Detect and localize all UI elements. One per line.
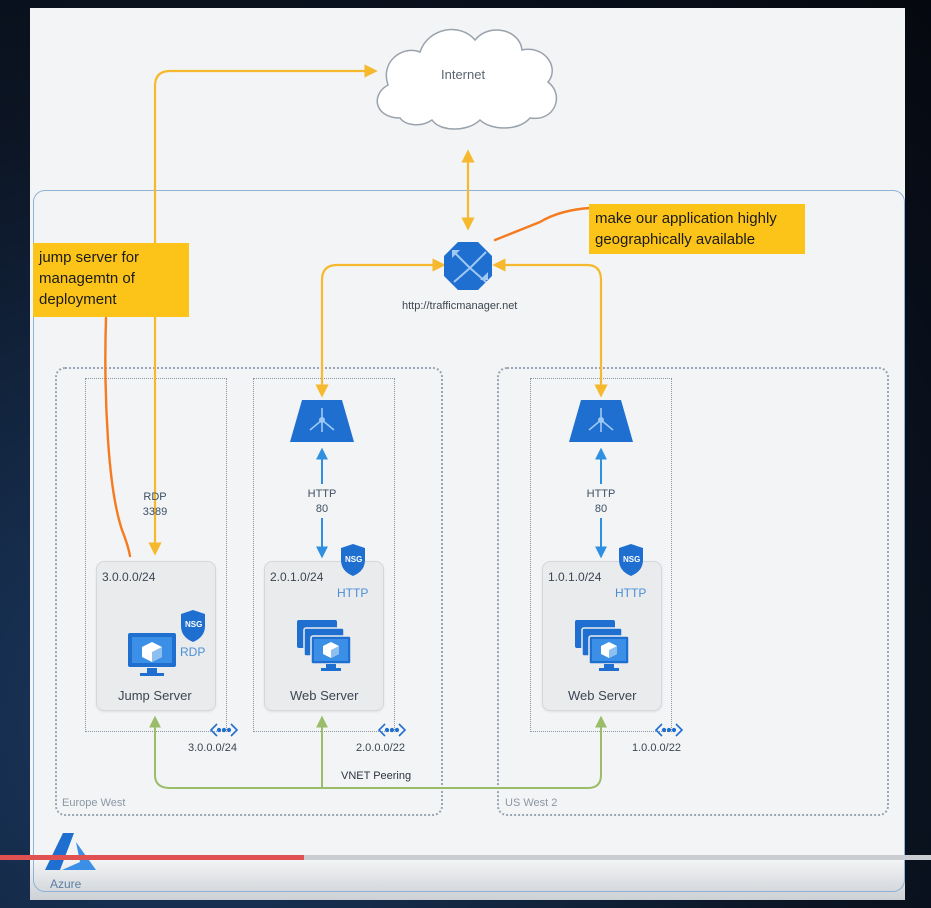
note-jump-line-3: deployment (39, 291, 117, 308)
note-jump-line-2: managemtn of (39, 270, 135, 287)
traffic-manager-icon (444, 242, 492, 290)
note-jump-server: jump server for managemtn of deployment (33, 243, 189, 317)
http-port-eu: 80 (315, 503, 329, 515)
web-eu-server-name: Web Server (290, 688, 359, 703)
vnet-peering-label: VNET Peering (341, 770, 412, 782)
jump-server-vm-icon (128, 633, 176, 676)
vnet-label-jump: 3.0.0.0/24 (188, 742, 237, 754)
tm-to-lb-us-connector (492, 258, 608, 398)
load-balancer-eu-icon (290, 400, 354, 442)
bottom-shade (30, 860, 905, 900)
internet-label: Internet (441, 67, 486, 82)
traffic-manager-url[interactable]: http://trafficmanager.net (402, 300, 518, 312)
annotation-stroke-jump (104, 316, 132, 558)
web-us-nsg-label: NSG (623, 555, 641, 564)
rdp-connector (148, 64, 378, 556)
web-eu-nsg-label: NSG (345, 555, 363, 564)
web-us-server-name: Web Server (568, 688, 637, 703)
rdp-label: RDP (143, 491, 167, 503)
web-server-vm-icon-eu (297, 620, 352, 671)
jump-rule-label: RDP (180, 645, 206, 659)
video-progress-bar[interactable] (0, 855, 931, 860)
web-us-subnet-label: 1.0.1.0/24 (548, 570, 602, 584)
jump-subnet-label: 3.0.0.0/24 (102, 570, 156, 584)
vnet-icon-eu (377, 723, 407, 737)
nsg-shield-icon-jump (181, 610, 205, 642)
azure-logo-icon (45, 833, 96, 870)
vnet-label-us: 1.0.0.0/22 (632, 742, 681, 754)
internet-cloud-icon (376, 28, 558, 130)
region-label-us-west-2: US West 2 (505, 797, 558, 809)
region-label-europe-west: Europe West (62, 797, 126, 809)
rdp-port: 3389 (142, 506, 168, 518)
note-jump-line-1: jump server for (39, 249, 140, 266)
web-eu-rule-label: HTTP (337, 586, 369, 600)
web-server-vm-icon-us (575, 620, 630, 671)
http-label-eu: HTTP (307, 488, 337, 500)
http-port-us: 80 (594, 503, 608, 515)
azure-brand-label: Azure (50, 877, 82, 891)
vnet-label-eu: 2.0.0.0/22 (356, 742, 405, 754)
note-geo-availability: make our application highly geographical… (589, 204, 805, 254)
annotation-stroke-geo (493, 206, 592, 242)
video-progress-fill (0, 855, 305, 860)
vnet-peering-connector (149, 715, 607, 789)
jump-nsg-label: NSG (185, 620, 203, 629)
vnet-icon-jump (209, 723, 239, 737)
region-us-west-2 (497, 367, 889, 816)
load-balancer-us-icon (569, 400, 633, 442)
jump-server-name: Jump Server (118, 688, 192, 703)
web-eu-subnet-label: 2.0.1.0/24 (270, 570, 324, 584)
nsg-shield-icon-eu (341, 544, 365, 576)
web-us-rule-label: HTTP (615, 586, 647, 600)
nsg-shield-icon-us (619, 544, 643, 576)
vnet-icon-us (654, 723, 684, 737)
tm-to-lb-eu-connector (315, 258, 446, 398)
http-label-us: HTTP (586, 488, 616, 500)
